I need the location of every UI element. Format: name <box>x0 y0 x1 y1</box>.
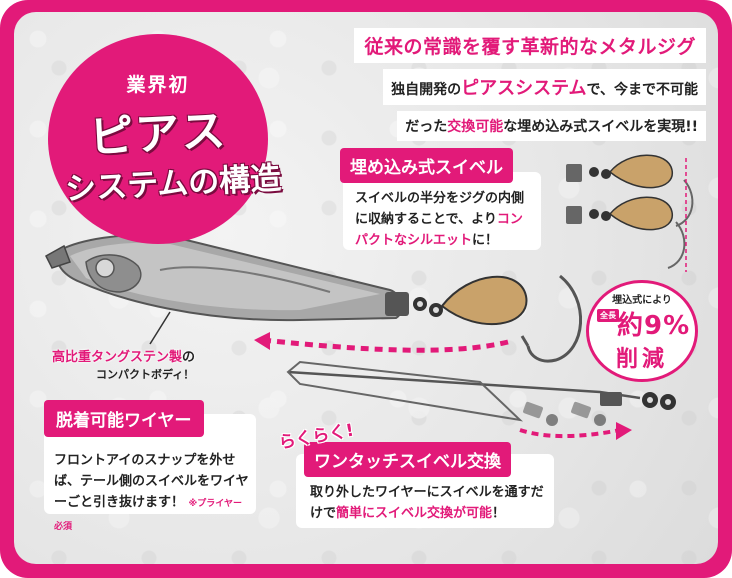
swivel-housing <box>385 292 409 316</box>
circle-top-label: 業界初 <box>126 74 190 96</box>
swivel-tag: 埋め込み式スイベル <box>340 148 513 183</box>
touch-tag: ワンタッチスイベル交換 <box>304 442 511 477</box>
loose-swivels <box>523 401 606 426</box>
title-circle: 業界初 ピアス システムの構造 <box>48 34 282 244</box>
dashed-arrow-left <box>261 337 509 353</box>
badge-line3: 削減 <box>615 347 668 372</box>
wire-tag: 脱着可能ワイヤー <box>44 400 204 437</box>
touch-text: 取り外したワイヤーにスイベルを通すだけで簡単にスイベル交換が可能！ <box>310 485 544 521</box>
swivel-text: スイベルの半分をジグの内側に収納することで、よりコンパクトなシルエットに！ <box>355 191 525 248</box>
hook <box>526 274 583 363</box>
wire-text: フロントアイのスナップを外せば、テール側のスイベルをワイヤーごと引き抜けます！ … <box>54 453 249 532</box>
badge-line1: 埋込式により <box>612 295 672 306</box>
headline-line2: 独自開発のピアスシステムで、今まで不可能 <box>383 69 706 105</box>
badge-value: 約9% <box>617 311 691 341</box>
front-eye <box>45 244 71 269</box>
inset-diagram <box>566 154 694 272</box>
swivel-info-box: スイベルの半分をジグの内側に収納することで、よりコンパクトなシルエットに！ <box>343 172 541 250</box>
wire <box>286 360 676 422</box>
headline-line3: だった交換可能な埋め込み式スイベルを実現!! <box>397 111 706 141</box>
blade-assembly <box>413 274 583 363</box>
reduction-badge: 埋込式により 全長 約9% 削減 <box>586 280 698 382</box>
headline: 従来の常識を覆す革新的なメタルジグ 独自開発のピアスシステムで、今まで不可能 だ… <box>326 28 706 141</box>
body-note-2: コンパクトボディ！ <box>96 368 195 381</box>
blade <box>440 275 528 326</box>
headline-line1: 従来の常識を覆す革新的なメタルジグ <box>354 28 706 63</box>
badge-label: 全長 <box>597 309 619 322</box>
body-note-1: 高比重タングステン製の <box>52 350 196 365</box>
jig-body <box>45 233 409 322</box>
dashed-arrow-right <box>519 428 621 439</box>
